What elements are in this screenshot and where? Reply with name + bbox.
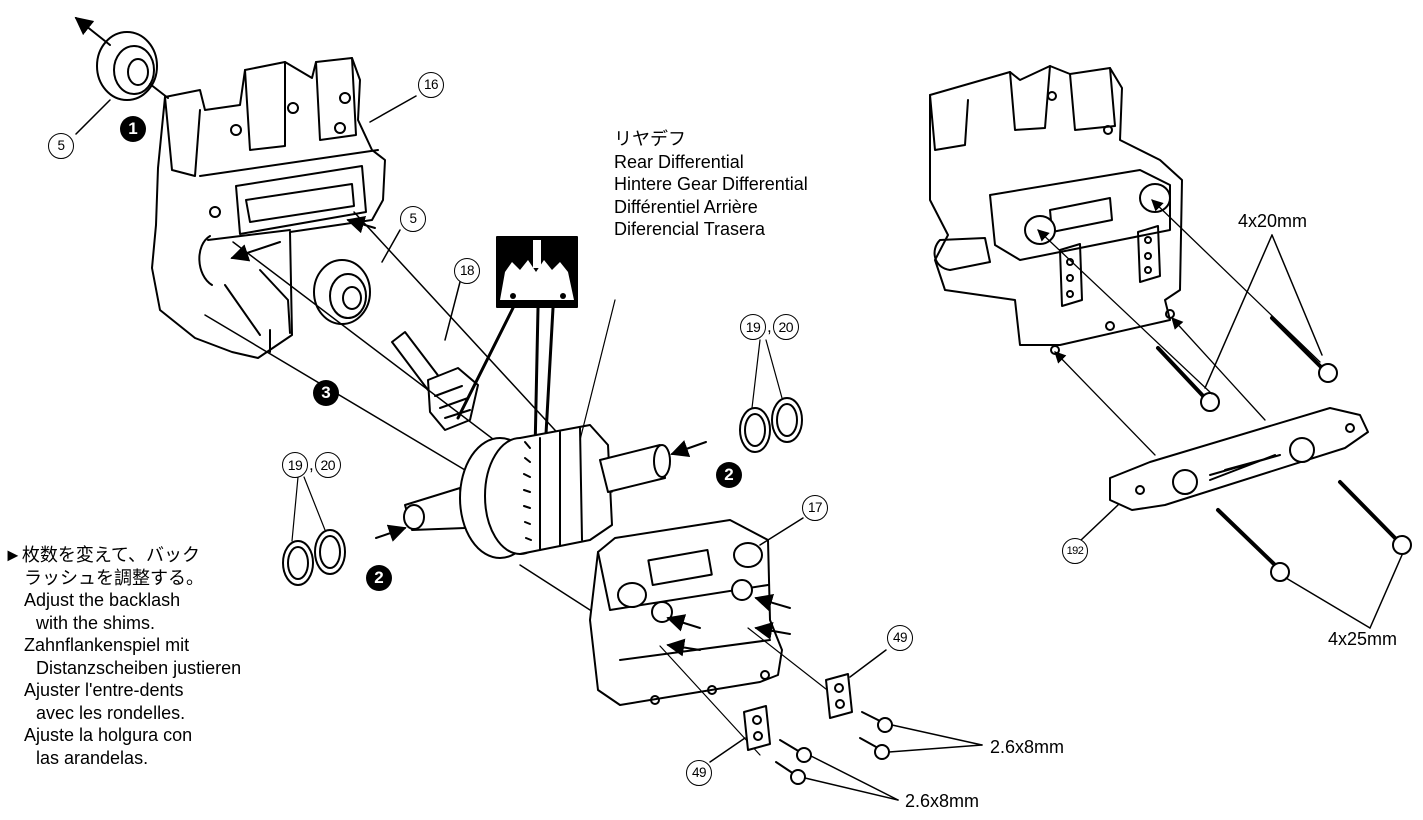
screw-label-2.6x8-upper: 2.6x8mm — [990, 737, 1065, 757]
callout-5-middle: 5 — [400, 206, 426, 232]
direction-arrow-top — [74, 16, 111, 46]
callout-192: 192 — [1062, 538, 1088, 564]
callout-49-right: 49 — [887, 625, 913, 651]
step-2-marker-right: 2 — [716, 462, 742, 488]
callout-20-left: 20 — [314, 452, 341, 479]
screws-4x25 — [1216, 480, 1412, 582]
step-1-marker: 1 — [120, 116, 146, 142]
suspension-mount-192 — [1109, 407, 1369, 511]
pinion-gear-18 — [391, 331, 479, 431]
callout-18: 18 — [454, 258, 480, 284]
rear-diff-fr: Différentiel Arrière — [614, 196, 758, 217]
shims-19-20-left — [282, 529, 346, 586]
rear-diff-en: Rear Differential — [614, 151, 744, 172]
screws-2.6x8-left — [775, 739, 812, 785]
rear-differential-label: リヤデフ Rear Differential Hintere Gear Diff… — [614, 128, 808, 241]
plate-49-right — [825, 673, 853, 719]
note-de-1: Zahnflankenspiel mit — [24, 635, 190, 655]
rear-diff-ja: リヤデフ — [614, 129, 686, 149]
plate-49-left — [743, 705, 771, 751]
callout-19-20-left: 19,20 — [282, 452, 341, 479]
screw-label-2.6x8-lower: 2.6x8mm — [905, 791, 980, 811]
rear-diff-es: Diferencial Trasera — [614, 219, 766, 239]
callout-16: 16 — [418, 72, 444, 98]
upper-gear-housing — [151, 57, 386, 359]
note-en-2: with the shims. — [36, 612, 156, 633]
step-2-marker-left: 2 — [366, 565, 392, 591]
callout-17: 17 — [802, 495, 828, 521]
backlash-note: ►枚数を変えて、バック ラッシュを調整する。 Adjust the backla… — [4, 544, 241, 769]
rear-diff-de: Hintere Gear Differential — [614, 174, 808, 194]
screw-label-4x20: 4x20mm — [1238, 211, 1308, 231]
callout-19-right: 19 — [740, 314, 766, 341]
note-fr-1: Ajuster l'entre-dents — [24, 680, 184, 700]
assembled-gear-housing — [929, 65, 1183, 355]
callout-49-left: 49 — [686, 760, 712, 786]
callout-5-top: 5 — [48, 133, 74, 159]
note-en-1: Adjust the backlash — [24, 590, 181, 610]
screw-label-4x25: 4x25mm — [1328, 629, 1398, 649]
bearing-5-top — [96, 31, 158, 101]
step-3-marker: 3 — [313, 380, 339, 406]
shims-19-20-right — [739, 397, 803, 453]
note-ja-1: ►枚数を変えて、バック — [4, 545, 201, 565]
callout-19-left: 19 — [282, 452, 308, 479]
note-de-2: Distanzscheiben justieren — [36, 657, 242, 678]
screws-2.6x8-right — [859, 711, 893, 760]
bearing-5-middle — [313, 259, 371, 325]
callout-19-20-right: 19,20 — [740, 314, 799, 341]
backlash-gear-mesh-icon — [496, 236, 578, 308]
note-fr-2: avec les rondelles. — [36, 702, 186, 723]
rear-differential — [403, 424, 671, 559]
callout-20-right: 20 — [772, 314, 799, 341]
note-es-2: las arandelas. — [36, 747, 149, 768]
note-es-1: Ajuste la holgura con — [24, 725, 193, 745]
lower-gear-housing — [589, 519, 783, 706]
note-ja-2: ラッシュを調整する。 — [24, 567, 204, 588]
